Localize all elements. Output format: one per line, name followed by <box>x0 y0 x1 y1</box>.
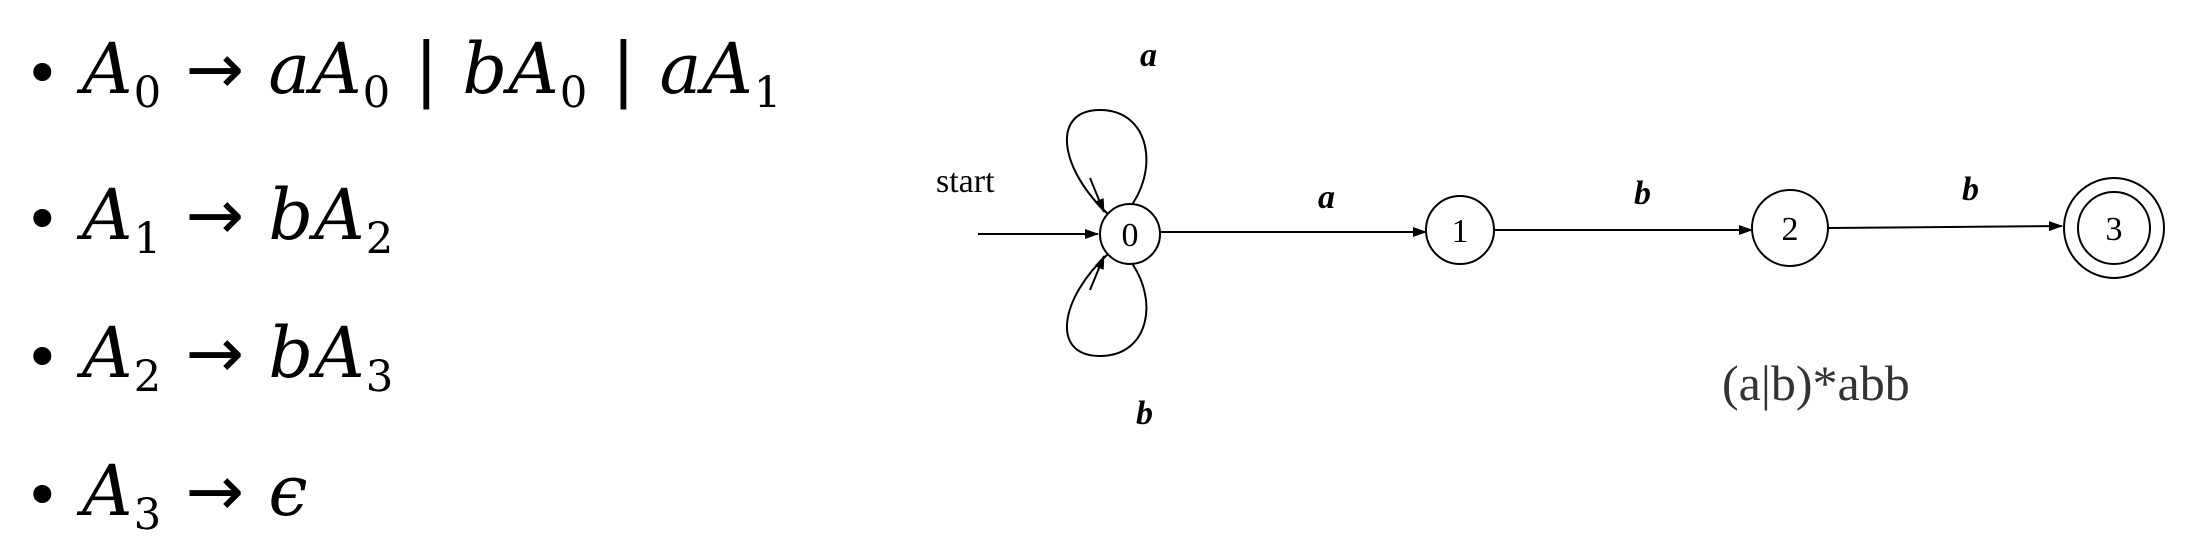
rule-terminal: b <box>462 28 509 111</box>
self-loop-b-arrowhead <box>1089 255 1105 291</box>
rule-nonterminal: A <box>314 174 366 257</box>
rule-arrow: → <box>185 312 246 395</box>
start-label: start <box>936 163 995 200</box>
state-1-label: 1 <box>1452 213 1469 250</box>
bullet: • <box>24 320 61 394</box>
rule-expression: A0 → aA0 | bA0 | aA1 <box>82 28 782 118</box>
rule-lhs-subscript: 2 <box>133 351 163 402</box>
rule-arrow: → <box>185 28 246 111</box>
bullet: • <box>24 182 61 256</box>
grammar-rule-0: • A0 → aA0 | bA0 | aA1 <box>24 18 782 128</box>
self-loop-b-edge <box>1066 253 1148 358</box>
rule-lhs: A <box>82 28 134 111</box>
rule-nonterminal: A <box>311 28 363 111</box>
rule-nonterminal-subscript: 1 <box>753 67 783 118</box>
grammar-rule-1: • A1 → bA2 <box>24 164 394 274</box>
nfa-diagram: start a b 0 a 1 b 2 b 3 (a|b)*abb <box>900 0 2208 554</box>
regex-caption: (a|b)*abb <box>1722 355 1910 411</box>
rule-lhs: A <box>82 174 134 257</box>
state-2-label: 2 <box>1782 211 1799 248</box>
rule-separator: | <box>611 28 637 111</box>
rule-nonterminal-subscript: 2 <box>365 213 395 264</box>
rule-nonterminal-subscript: 3 <box>365 351 395 402</box>
rule-nonterminal: A <box>314 312 366 395</box>
rule-expression: A1 → bA2 <box>82 174 394 264</box>
state-0 <box>1099 203 1161 265</box>
rule-lhs-subscript: 3 <box>133 489 163 540</box>
self-loop-a-arrowhead <box>1089 177 1105 213</box>
state-3 <box>2077 191 2151 265</box>
grammar-rules: • A0 → aA0 | bA0 | aA1 • A1 → bA2 • A2 →… <box>0 0 900 554</box>
self-loop-b-label: b <box>1136 395 1153 432</box>
rule-terminal: ϵ <box>268 450 309 533</box>
rule-nonterminal: A <box>702 28 754 111</box>
grammar-rule-2: • A2 → bA3 <box>24 302 394 412</box>
edge-2-3 <box>1827 221 2063 232</box>
rule-expression: A3 → ϵ <box>82 450 309 540</box>
bullet: • <box>24 458 61 532</box>
rule-terminal: b <box>268 174 315 257</box>
edge-0-1-label: a <box>1318 179 1335 216</box>
rule-arrow: → <box>185 450 246 533</box>
grammar-rule-3: • A3 → ϵ <box>24 440 309 550</box>
self-loop-a-label: a <box>1140 37 1157 74</box>
state-3-label: 3 <box>2106 211 2123 248</box>
nfa-svg: start a b 0 a 1 b 2 b 3 (a|b)*abb <box>936 37 2165 432</box>
state-0-label: 0 <box>1122 217 1139 254</box>
rule-terminal: b <box>268 312 315 395</box>
rule-separator: | <box>414 28 440 111</box>
rule-lhs-subscript: 1 <box>133 213 163 264</box>
rule-lhs-subscript: 0 <box>133 67 163 118</box>
rule-nonterminal-subscript: 0 <box>559 67 589 118</box>
rule-terminal: a <box>268 28 312 111</box>
rule-arrow: → <box>185 174 246 257</box>
self-loop-a-edge <box>1066 108 1148 215</box>
bullet: • <box>24 36 61 110</box>
rule-lhs: A <box>82 312 134 395</box>
rule-nonterminal: A <box>508 28 560 111</box>
edge-1-2-label: b <box>1634 175 1651 212</box>
rule-lhs: A <box>82 450 134 533</box>
rule-nonterminal-subscript: 0 <box>362 67 392 118</box>
rule-terminal: a <box>659 28 703 111</box>
edge-2-3-label: b <box>1962 171 1979 208</box>
rule-expression: A2 → bA3 <box>82 312 394 402</box>
